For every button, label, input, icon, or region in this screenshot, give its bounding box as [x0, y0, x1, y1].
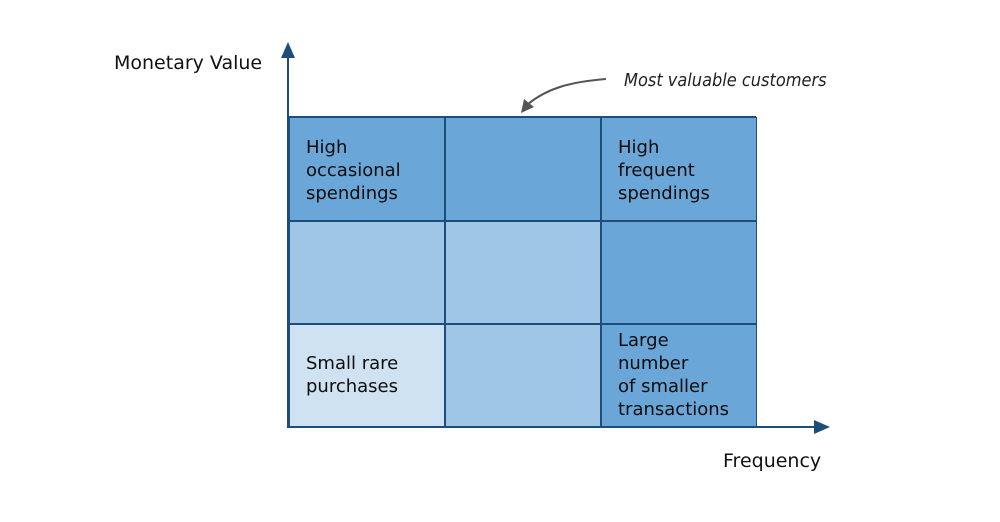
segment-grid: High occasional spendings High frequent … — [288, 116, 757, 427]
cell-low-monetary-mid-frequency — [445, 324, 601, 427]
cell-label: Large number of smaller transactions — [618, 330, 730, 420]
annotation-arrow — [527, 78, 607, 105]
cell-mid-monetary-mid-frequency — [445, 221, 601, 324]
cell-label: High frequent spendings — [618, 137, 710, 204]
annotation-arrowhead — [521, 99, 534, 113]
y-axis-arrowhead — [281, 42, 295, 58]
cell-mid-monetary-low-frequency — [289, 221, 445, 324]
cell-label: High occasional spendings — [306, 137, 401, 204]
x-axis-label: Frequency — [723, 450, 822, 472]
cell-mid-monetary-high-frequency — [601, 221, 757, 324]
y-axis-label: Monetary Value — [114, 52, 263, 74]
cell-high-monetary-low-frequency: High occasional spendings — [289, 117, 445, 221]
cell-low-monetary-high-frequency: Large number of smaller transactions — [601, 324, 757, 427]
x-axis-arrowhead — [814, 420, 830, 434]
cell-label: Small rare purchases — [306, 353, 399, 397]
cell-high-monetary-mid-frequency — [445, 117, 601, 221]
annotation-most-valuable: Most valuable customers — [624, 70, 827, 91]
cell-low-monetary-low-frequency: Small rare purchases — [289, 324, 445, 427]
cell-high-monetary-high-frequency: High frequent spendings — [601, 117, 757, 221]
